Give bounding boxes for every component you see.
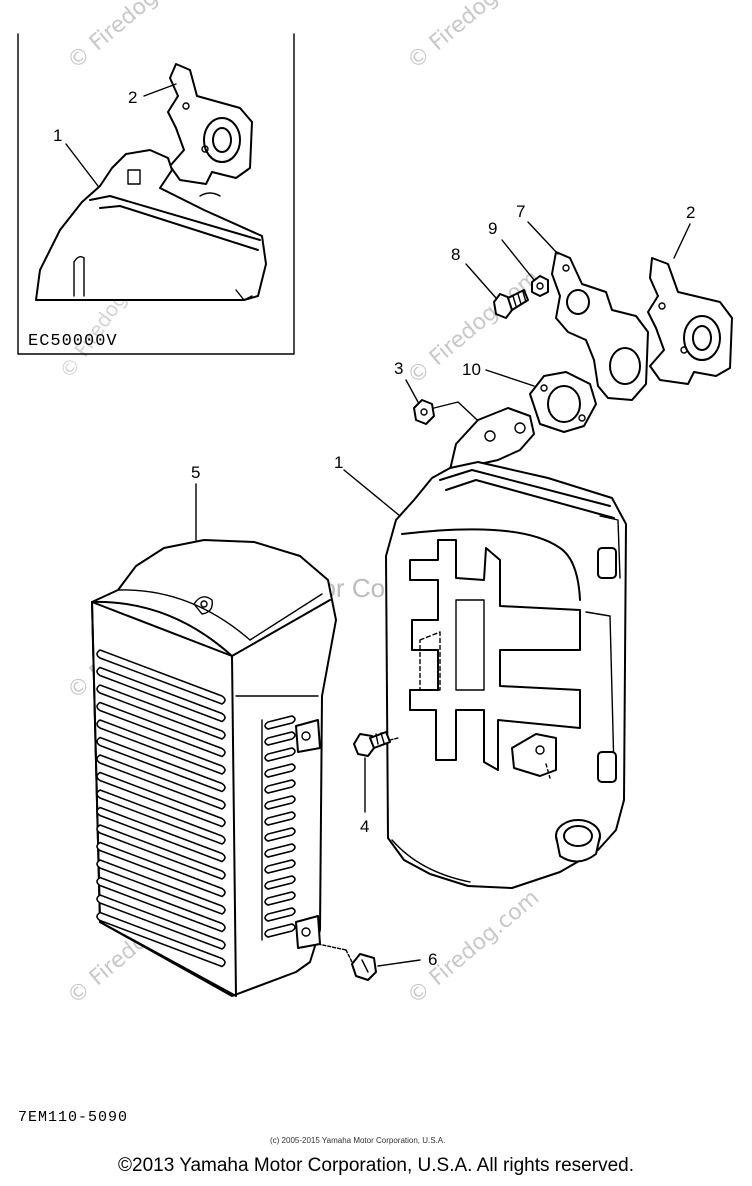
guard-slot: [96, 771, 226, 828]
guard-slot: [96, 649, 226, 705]
guard-side-slot: [264, 907, 296, 922]
watermark-site: © Firedog.com: [403, 0, 544, 75]
callout-part-9: 9: [488, 219, 497, 238]
screw-part-6: [351, 953, 377, 981]
guard-slot: [96, 666, 226, 723]
drawing-code: 7EM110-5090: [18, 1109, 128, 1126]
guard-slot: [96, 911, 226, 968]
inset-view: [17, 33, 295, 355]
bracket-part-7: [551, 251, 649, 401]
guard-side-slot: [264, 827, 296, 842]
footer-copyright: ©2013 Yamaha Motor Corporation, U.S.A. A…: [118, 1155, 634, 1176]
callout-inset-2: 2: [128, 88, 137, 107]
gasket-part-10: [529, 371, 597, 433]
callout-part-8: 8: [451, 245, 460, 264]
nut-part-9: [531, 275, 549, 297]
guard-slot: [96, 894, 226, 950]
small-copyright: (c) 2005-2015 Yamaha Motor Corporation, …: [270, 1136, 445, 1145]
guard-side-slot: [264, 763, 296, 778]
callout-part-2: 2: [686, 203, 695, 222]
guard-side-slot: [264, 795, 296, 810]
guard-side-slot: [264, 731, 296, 746]
callout-part-5: 5: [191, 463, 200, 482]
guard-side-slot: [264, 747, 296, 762]
guard-side-slot: [264, 843, 296, 858]
callout-part-1: 1: [334, 453, 343, 472]
guard-slots: [96, 649, 296, 968]
guard-side-slot: [264, 715, 296, 730]
muffler-part-1: [385, 407, 627, 889]
callout-inset-1: 1: [53, 126, 62, 145]
guard-slot: [96, 684, 226, 740]
guard-side-slot: [264, 891, 296, 906]
watermark-site: © Firedog.com: [403, 885, 544, 1009]
guard-side-slot: [264, 859, 296, 874]
guard-slot: [96, 876, 226, 933]
guard-side-slot: [264, 875, 296, 890]
callout-part-7: 7: [516, 202, 525, 221]
guard-slot: [96, 719, 226, 775]
guard-side-slot: [264, 811, 296, 826]
callout-part-10: 10: [462, 360, 481, 379]
guard-side-slot: [264, 923, 296, 938]
guard-slot: [96, 701, 226, 758]
callout-part-6: 6: [428, 950, 437, 969]
guard-slot: [96, 754, 226, 810]
callout-part-3: 3: [394, 359, 403, 378]
callout-part-4: 4: [360, 817, 369, 836]
guard-slot: [96, 859, 226, 915]
inset-code: EC50000V: [28, 332, 118, 351]
guard-slot: [96, 841, 226, 898]
guard-slot: [96, 789, 226, 845]
guard-side-slot: [264, 779, 296, 794]
watermark-site: © Firedog.com: [63, 0, 204, 75]
nut-part-3: [413, 399, 435, 425]
guard-slot: [96, 824, 226, 880]
guard-slot: [96, 806, 226, 863]
guard-slot: [96, 736, 226, 793]
inset-muffler: [35, 149, 267, 301]
